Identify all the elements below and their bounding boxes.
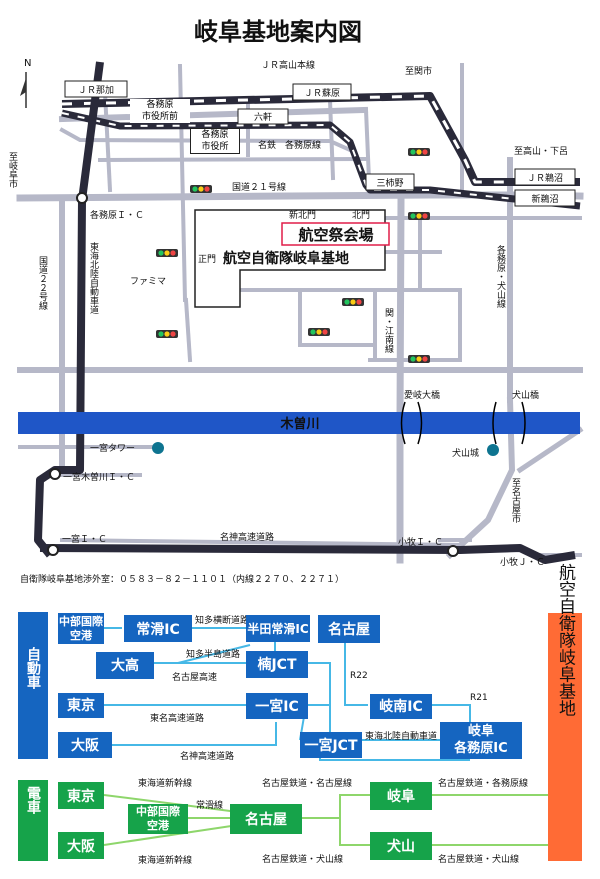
ichinomiya-tower-label: 一宮タワー (90, 442, 135, 454)
station-kakamigahara-shiyakusho: 各務原 市役所 (190, 128, 240, 154)
festival-venue-label: 航空祭会場 (298, 226, 373, 244)
komaki-ic-label: 小牧Ｉ・Ｃ (398, 536, 443, 548)
meitetsu-nagoya-line-label: 名古屋鉄道・名古屋線 (262, 777, 352, 789)
kisogawa-label: 木曽川 (279, 416, 319, 432)
train-section-label-box (18, 780, 48, 861)
station-nagara: ＪＲ那加 (78, 85, 114, 96)
kakamigahara-inuyama-road (445, 396, 516, 560)
tokai-hokuriku-label: 東海北陸自動車道 (88, 241, 99, 315)
upper-road (58, 106, 369, 123)
ic-markers (47, 192, 459, 557)
station-soharu: ＪＲ蘇原 (304, 87, 340, 99)
car-osaka: 大阪 (71, 737, 100, 754)
kakamigahara-ic-label: 各務原Ｉ・Ｃ (90, 209, 144, 221)
car-route-lines (104, 627, 471, 761)
north-arrow-icon: N (20, 58, 31, 108)
aigi-bridge-label: 愛岐大橋 (404, 389, 440, 401)
to-takayama-label: 至高山・下呂 (514, 145, 568, 157)
base-destination-label: 航空自衛隊岐阜基地 (555, 563, 576, 716)
route21-label: 国道２１号線 (232, 181, 286, 193)
familymart-label: ファミマ (130, 277, 166, 287)
traffic-light-icons (156, 148, 430, 363)
car-kusunoki-jct: 楠JCT (256, 656, 296, 673)
kisogawa-river (18, 412, 580, 434)
r22-label: R22 (350, 671, 368, 681)
inuyama-castle-label: 犬山城 (452, 447, 479, 459)
meitetsu-kakamigahara-line (61, 109, 581, 210)
car-ichinomiya-ic: 一宮IC (255, 698, 298, 715)
meitetsu-inuyama-line-label-left: 名古屋鉄道・犬山線 (262, 853, 343, 865)
station-boxes (64, 80, 576, 207)
car-tokoname-ic: 常滑IC (136, 621, 179, 638)
sei-gate-label: 正門 (198, 254, 216, 265)
contact-info: 自衛隊岐阜基地渉外室：０５８３－８２－１１０１（内線２２７０、２２７１） (20, 573, 344, 585)
roads (16, 63, 584, 564)
meitetsu-kakamigahara-line-label: 名古屋鉄道・各務原線 (438, 777, 528, 789)
jr-takayama-label: ＪＲ高山本線 (261, 59, 315, 71)
r21-label: R21 (470, 693, 488, 703)
nagoya-kousoku-label: 名古屋高速 (172, 671, 217, 683)
inuyama-castle-icon (487, 444, 499, 456)
base-destination-box (548, 613, 582, 861)
meitetsu-inuyama-line-label-right: 名古屋鉄道・犬山線 (438, 853, 519, 865)
bridge-markers (400, 401, 526, 445)
train-inuyama: 犬山 (387, 838, 415, 855)
car-gionan-ic: 岐南IC (379, 698, 422, 715)
to-nagoyashi-label: 至名古屋市 (510, 478, 521, 524)
svg-text:N: N (24, 58, 31, 69)
base-name-label: 航空自衛隊岐阜基地 (223, 250, 349, 267)
station-unuma: ＪＲ鵜沼 (527, 172, 563, 184)
car-chubu-airport: 中部国際 空港 (59, 615, 103, 642)
to-sekishi-label: 至関市 (405, 65, 432, 77)
car-section-label: 自動車 (25, 646, 41, 690)
ichinomiya-kisogawa-ic-label: 一宮木曽川Ｉ・Ｃ (63, 471, 135, 483)
station-mikakino: 三柿野 (376, 177, 403, 189)
car-gifu-kakamigahara-ic: 岐阜 各務原IC (454, 724, 507, 756)
car-handa-tokoname-ic: 半田常滑IC (247, 621, 308, 636)
car-boxes (58, 613, 522, 759)
to-gifushi-label: 至岐阜市 (7, 152, 18, 189)
station-kakamigahara-shiyakusho-mae: 各務原 市役所前 (130, 99, 190, 123)
festival-venue-box (281, 222, 390, 246)
tokai-hokuriku-road-label: 東海北陸自動車道 (365, 730, 437, 742)
meishin-expressway (39, 544, 576, 564)
tomei-label: 東名高速道路 (150, 712, 204, 724)
meishin-label: 名神高速道路 (220, 531, 274, 543)
ichinomiya-tower-icon (152, 442, 164, 454)
seki-konan-label: 関・江南線 (383, 308, 394, 353)
meishin-road-label: 名神高速道路 (180, 750, 234, 762)
route22-label: 国道２２号線 (37, 256, 48, 310)
car-odaka: 大高 (111, 657, 139, 674)
train-section-label: 電車 (25, 785, 41, 815)
train-boxes (58, 782, 432, 860)
chita-oudan-label: 知多横断道路 (195, 614, 249, 626)
car-ichinomiya-jct: 一宮JCT (304, 737, 357, 754)
kakamigahara-inuyama-label: 各務原・犬山線 (495, 244, 506, 308)
train-osaka: 大阪 (67, 838, 96, 855)
tokaido-shinkansen-label-bottom: 東海道新幹線 (138, 854, 192, 866)
station-rokken: 六軒 (254, 111, 272, 123)
inuyama-bridge-label: 犬山橋 (512, 389, 539, 401)
page-title: 岐阜基地案内図 (194, 18, 362, 46)
train-chubu-airport: 中部国際 空港 (136, 805, 180, 832)
chita-hantou-label: 知多半島道路 (186, 648, 240, 660)
tokoname-line-label: 常滑線 (196, 799, 223, 811)
kita-gate-label: 北門 (352, 210, 370, 221)
komaki-jc-label: 小牧Ｊ・Ｃ (500, 556, 545, 568)
car-nagoya: 名古屋 (328, 621, 370, 638)
train-tokyo: 東京 (67, 788, 95, 805)
train-gifu: 岐阜 (387, 788, 415, 805)
shinkita-gate-label: 新北門 (289, 209, 316, 221)
tokaido-shinkansen-label-top: 東海道新幹線 (138, 777, 192, 789)
meitetsu-kakamigahara-label: 名鉄 各務原線 (258, 139, 321, 151)
station-shinunuma: 新鵜沼 (531, 193, 558, 205)
train-route-lines (103, 794, 550, 846)
car-tokyo: 東京 (67, 697, 95, 714)
car-section-label-box (18, 612, 48, 759)
ichinomiya-ic-label: 一宮Ｉ・Ｃ (62, 533, 107, 545)
train-nagoya: 名古屋 (245, 811, 287, 828)
railways-expressways (34, 61, 581, 564)
